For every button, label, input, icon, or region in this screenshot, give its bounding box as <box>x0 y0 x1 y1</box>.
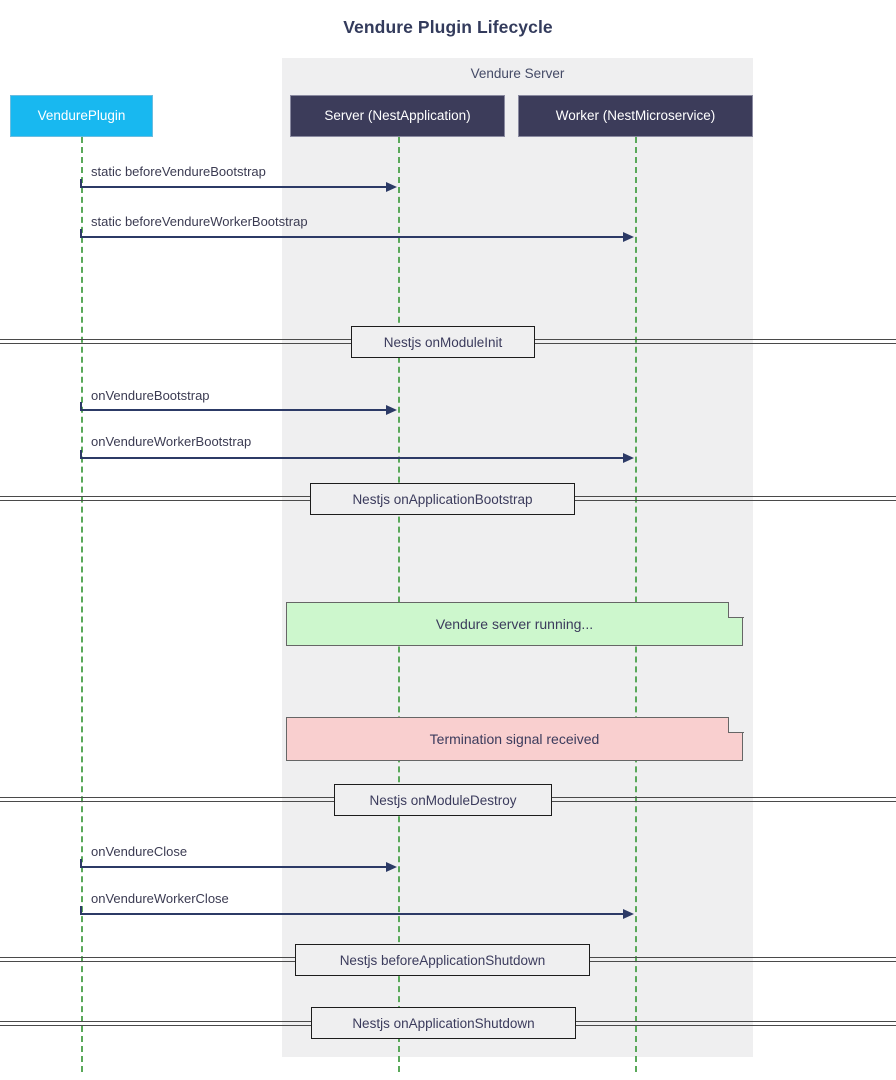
participant-vendureplugin[interactable]: VendurePlugin <box>10 95 153 137</box>
message-arrowhead <box>623 909 634 919</box>
message-line <box>81 186 388 188</box>
participant-worker[interactable]: Worker (NestMicroservice) <box>518 95 753 137</box>
divider-label: Nestjs onModuleInit <box>383 334 503 350</box>
divider-label: Nestjs beforeApplicationShutdown <box>339 952 546 968</box>
note-fold-corner <box>727 600 744 618</box>
divider-nestjs-beforeapplicationshutdown: Nestjs beforeApplicationShutdown <box>295 944 590 976</box>
divider-label: Nestjs onApplicationBootstrap <box>352 491 533 507</box>
message-arrowhead <box>623 453 634 463</box>
lifeline-plugin <box>81 137 83 1072</box>
message-origin-cap <box>80 859 82 868</box>
message-line <box>81 457 625 459</box>
divider-nestjs-onmoduleinit: Nestjs onModuleInit <box>351 326 535 358</box>
message-origin-cap <box>80 229 82 238</box>
message-label: onVendureWorkerClose <box>91 891 229 906</box>
message-origin-cap <box>80 179 82 188</box>
note-termination-signal: Termination signal received <box>286 715 744 761</box>
message-label: onVendureClose <box>91 844 188 859</box>
message-line <box>81 409 388 411</box>
message-arrowhead <box>386 182 397 192</box>
participant-label: VendurePlugin <box>37 107 126 123</box>
note-vendure-server-running: Vendure server running... <box>286 600 744 646</box>
message-origin-cap <box>80 402 82 411</box>
message-origin-cap <box>80 450 82 459</box>
divider-label: Nestjs onApplicationShutdown <box>352 1015 535 1031</box>
message-arrowhead <box>623 232 634 242</box>
group-label: Vendure Server <box>470 66 565 81</box>
message-origin-cap <box>80 906 82 915</box>
message-arrowhead <box>386 862 397 872</box>
participant-label: Worker (NestMicroservice) <box>555 107 716 123</box>
message-line <box>81 236 625 238</box>
note-fold-corner <box>727 715 744 733</box>
message-label: static beforeVendureBootstrap <box>91 164 266 179</box>
participant-server[interactable]: Server (NestApplication) <box>290 95 505 137</box>
divider-nestjs-onmoduledestroy: Nestjs onModuleDestroy <box>334 784 552 816</box>
page-title: Vendure Plugin Lifecycle <box>343 17 553 37</box>
message-label: static beforeVendureWorkerBootstrap <box>91 214 308 229</box>
message-arrowhead <box>386 405 397 415</box>
participant-label: Server (NestApplication) <box>324 107 471 123</box>
message-label: onVendureWorkerBootstrap <box>91 434 252 449</box>
group-vendure-server: Vendure Server <box>282 58 753 1057</box>
note-label: Termination signal received <box>429 731 600 747</box>
divider-nestjs-onapplicationbootstrap: Nestjs onApplicationBootstrap <box>310 483 575 515</box>
message-line <box>81 866 388 868</box>
note-label: Vendure server running... <box>435 616 594 632</box>
message-line <box>81 913 625 915</box>
message-label: onVendureBootstrap <box>91 388 210 403</box>
divider-nestjs-onapplicationshutdown: Nestjs onApplicationShutdown <box>311 1007 576 1039</box>
divider-label: Nestjs onModuleDestroy <box>369 792 517 808</box>
